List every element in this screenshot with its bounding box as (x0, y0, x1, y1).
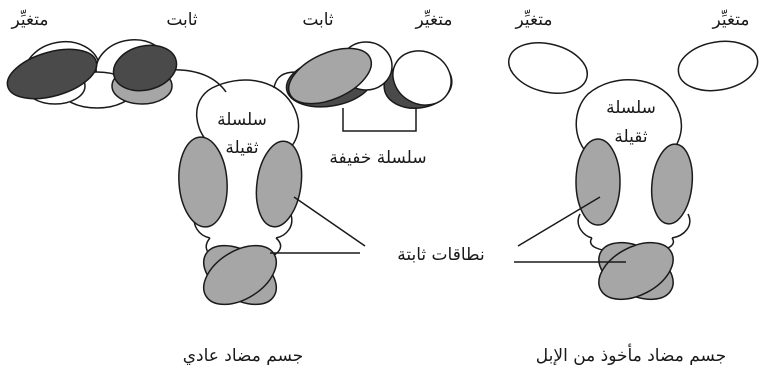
heavy-chain-variable-domain (6, 48, 98, 100)
camel-constant-domain-right (650, 143, 694, 225)
label-heavy-chain-line2: ثقيلة (614, 127, 647, 147)
label-constant: ثابت (302, 10, 334, 30)
pointer-line (293, 196, 366, 247)
crossed-domain-b (203, 244, 277, 306)
normal-antibody (6, 39, 453, 306)
camel-side-right (671, 213, 691, 239)
label-light-chain: سلسلة خفيفة (329, 148, 426, 168)
camel-variable-domain-right (677, 40, 759, 92)
heavy-chain-outline (196, 79, 300, 153)
pointer-line (517, 196, 601, 247)
label-constant-domains: نطاقات ثابتة (397, 245, 484, 265)
label-constant: ثابت (166, 10, 198, 30)
heavy-chain-constant-domain-left (178, 136, 228, 228)
caption-camel-antibody: جسم مضاد مأخوذ من الإبل (536, 343, 726, 366)
label-heavy-chain-line1: سلسلة (606, 98, 656, 118)
light-chain-variable-domain (392, 50, 452, 106)
caption-normal-antibody: جسم مضاد عادي (183, 346, 304, 366)
camel-antibody (508, 40, 759, 301)
label-heavy-chain-line1: سلسلة (217, 110, 267, 130)
label-variable: متغيِّر (415, 9, 453, 30)
heavy-chain-constant-domain-right (255, 140, 303, 228)
camel-constant-domain-left (575, 138, 621, 226)
heavy-chain-constant-domain (112, 44, 178, 92)
label-variable: متغيِّر (712, 9, 750, 30)
label-variable: متغيِّر (515, 9, 553, 30)
camel-variable-domain-left (508, 42, 588, 94)
camel-heavy-chain-outline (575, 78, 683, 157)
hinge-line-right (273, 71, 297, 89)
camel-side-left (577, 213, 593, 239)
label-heavy-chain-line2: ثقيلة (225, 138, 258, 158)
light-chain-constant-domain (287, 47, 373, 105)
label-variable: متغيِّر (11, 9, 49, 30)
light-chain-bracket (342, 108, 417, 132)
camel-crossed-domain-b (598, 241, 674, 301)
